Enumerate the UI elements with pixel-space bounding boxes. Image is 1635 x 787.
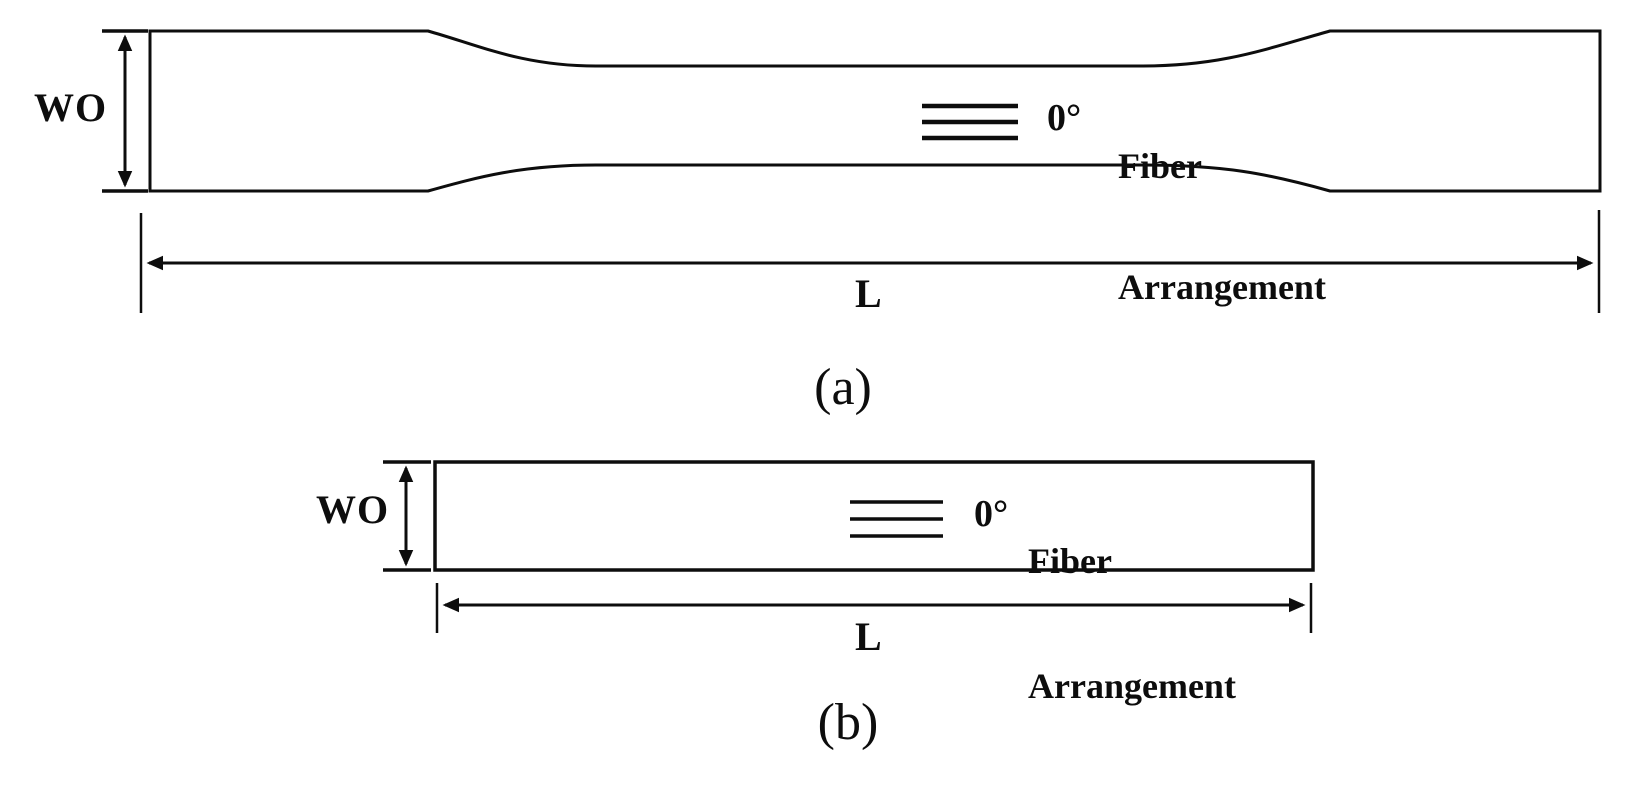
caption-b: (b) (817, 694, 879, 751)
length-label-a: L (855, 271, 883, 316)
specimen-outline-dogbone (148, 29, 1602, 193)
fiber-arrangement-label-b: Fiber Arrangement (1028, 463, 1236, 785)
length-dimension-a (139, 210, 1601, 313)
width-dimension-a (102, 29, 148, 193)
panel-a-drawing (102, 29, 1602, 313)
length-label-b: L (855, 614, 883, 659)
fiber-orientation-lines-b (850, 500, 943, 538)
width-label-b: WO (316, 487, 390, 532)
fiber-text-line1: Fiber (1118, 146, 1202, 186)
fiber-angle-label-b: 0° (974, 493, 1009, 535)
width-dimension-b (383, 460, 431, 572)
panel-b-drawing (383, 460, 1315, 633)
fiber-text-line2: Arrangement (1118, 267, 1326, 307)
caption-a: (a) (814, 359, 872, 416)
specimen-outline-rectangle (433, 460, 1315, 572)
fiber-text-line1: Fiber (1028, 541, 1112, 581)
fiber-text-line2: Arrangement (1028, 666, 1236, 706)
fiber-arrangement-label-a: Fiber Arrangement (1118, 70, 1326, 384)
fiber-angle-label-a: 0° (1047, 97, 1082, 139)
width-label-a: WO (34, 85, 108, 130)
length-dimension-b (435, 583, 1313, 633)
fiber-orientation-lines-a (922, 103, 1018, 141)
